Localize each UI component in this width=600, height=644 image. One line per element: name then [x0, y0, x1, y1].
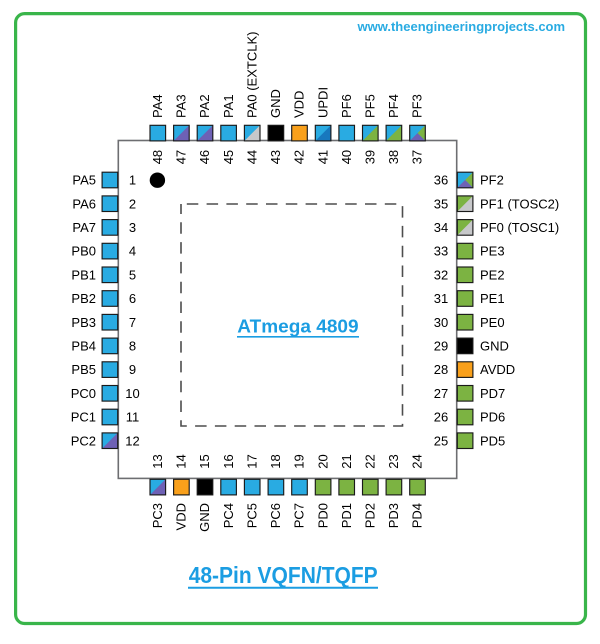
svg-text:34: 34 [434, 220, 448, 235]
svg-text:PF3: PF3 [410, 94, 425, 118]
svg-text:4: 4 [129, 244, 136, 259]
svg-text:PE1: PE1 [480, 291, 505, 306]
svg-text:19: 19 [292, 454, 307, 468]
svg-text:PE0: PE0 [480, 315, 505, 330]
svg-text:43: 43 [268, 150, 283, 164]
svg-text:30: 30 [434, 315, 448, 330]
svg-text:PD3: PD3 [386, 503, 401, 528]
svg-text:PB2: PB2 [71, 291, 96, 306]
svg-text:17: 17 [244, 454, 259, 468]
svg-text:7: 7 [129, 315, 136, 330]
svg-text:23: 23 [386, 454, 401, 468]
svg-text:31: 31 [434, 291, 448, 306]
svg-text:PA7: PA7 [72, 220, 96, 235]
svg-text:5: 5 [129, 267, 136, 282]
svg-text:PB1: PB1 [71, 267, 96, 282]
svg-text:PB4: PB4 [71, 339, 96, 354]
svg-text:41: 41 [315, 150, 330, 164]
svg-text:VDD: VDD [174, 503, 189, 530]
svg-text:PC0: PC0 [71, 386, 96, 401]
svg-text:VDD: VDD [292, 91, 307, 118]
svg-text:47: 47 [174, 150, 189, 164]
svg-text:12: 12 [125, 433, 139, 448]
svg-text:6: 6 [129, 291, 136, 306]
svg-text:www.theengineeringprojects.com: www.theengineeringprojects.com [357, 19, 566, 34]
svg-text:PF1 (TOSC2): PF1 (TOSC2) [480, 196, 559, 211]
svg-text:32: 32 [434, 267, 448, 282]
svg-text:PE3: PE3 [480, 244, 505, 259]
svg-text:GND: GND [197, 503, 212, 532]
svg-text:PC2: PC2 [71, 433, 96, 448]
svg-text:3: 3 [129, 220, 136, 235]
svg-text:PC1: PC1 [71, 410, 96, 425]
svg-text:1: 1 [129, 173, 136, 188]
svg-text:PF4: PF4 [386, 94, 401, 118]
svg-text:PD4: PD4 [410, 503, 425, 528]
svg-text:PD7: PD7 [480, 386, 505, 401]
svg-text:8: 8 [129, 339, 136, 354]
svg-text:46: 46 [197, 150, 212, 164]
svg-text:15: 15 [197, 454, 212, 468]
svg-text:22: 22 [363, 454, 378, 468]
svg-text:40: 40 [339, 150, 354, 164]
svg-text:27: 27 [434, 386, 448, 401]
svg-text:26: 26 [434, 410, 448, 425]
svg-text:25: 25 [434, 433, 448, 448]
svg-text:PA3: PA3 [174, 94, 189, 118]
svg-text:PC7: PC7 [292, 503, 307, 528]
svg-text:38: 38 [386, 150, 401, 164]
svg-text:28: 28 [434, 362, 448, 377]
svg-text:13: 13 [150, 454, 165, 468]
svg-text:36: 36 [434, 173, 448, 188]
svg-text:PA5: PA5 [72, 173, 96, 188]
svg-text:PB5: PB5 [71, 362, 96, 377]
svg-text:48: 48 [150, 150, 165, 164]
svg-text:29: 29 [434, 339, 448, 354]
svg-text:10: 10 [125, 386, 139, 401]
svg-text:PB0: PB0 [71, 244, 96, 259]
svg-text:PF0 (TOSC1): PF0 (TOSC1) [480, 220, 559, 235]
svg-text:11: 11 [126, 410, 140, 425]
svg-text:37: 37 [410, 150, 425, 164]
svg-text:35: 35 [434, 196, 448, 211]
svg-text:33: 33 [434, 244, 448, 259]
svg-text:39: 39 [363, 150, 378, 164]
svg-text:PE2: PE2 [480, 267, 505, 282]
svg-text:PA6: PA6 [72, 196, 96, 211]
svg-text:GND: GND [480, 339, 509, 354]
svg-text:PC4: PC4 [221, 503, 236, 528]
svg-text:9: 9 [129, 362, 136, 377]
svg-text:PA0 (EXTCLK): PA0 (EXTCLK) [244, 32, 259, 118]
svg-text:UPDI: UPDI [315, 87, 330, 118]
svg-text:PD5: PD5 [480, 433, 505, 448]
svg-text:PA4: PA4 [150, 94, 165, 118]
svg-text:44: 44 [244, 150, 259, 164]
svg-text:45: 45 [221, 150, 236, 164]
svg-text:21: 21 [339, 454, 354, 468]
svg-text:PA2: PA2 [197, 94, 212, 118]
svg-text:24: 24 [410, 454, 425, 468]
svg-text:PB3: PB3 [71, 315, 96, 330]
svg-text:PC6: PC6 [268, 503, 283, 528]
svg-text:PC3: PC3 [150, 503, 165, 528]
svg-text:PD2: PD2 [363, 503, 378, 528]
svg-text:GND: GND [268, 89, 283, 118]
svg-text:18: 18 [268, 454, 283, 468]
svg-text:PF2: PF2 [480, 173, 504, 188]
svg-text:PF6: PF6 [339, 94, 354, 118]
svg-text:PC5: PC5 [244, 503, 259, 528]
svg-text:ATmega 4809: ATmega 4809 [237, 317, 358, 337]
svg-text:PD0: PD0 [315, 503, 330, 528]
svg-text:20: 20 [315, 454, 330, 468]
svg-text:48-Pin VQFN/TQFP: 48-Pin VQFN/TQFP [189, 562, 378, 588]
svg-text:14: 14 [174, 454, 189, 468]
svg-text:PD1: PD1 [339, 503, 354, 528]
svg-text:PF5: PF5 [363, 94, 378, 118]
svg-text:PA1: PA1 [221, 94, 236, 118]
svg-text:AVDD: AVDD [480, 362, 515, 377]
svg-text:16: 16 [221, 454, 236, 468]
svg-text:42: 42 [292, 150, 307, 164]
svg-text:2: 2 [129, 196, 136, 211]
svg-text:PD6: PD6 [480, 410, 505, 425]
